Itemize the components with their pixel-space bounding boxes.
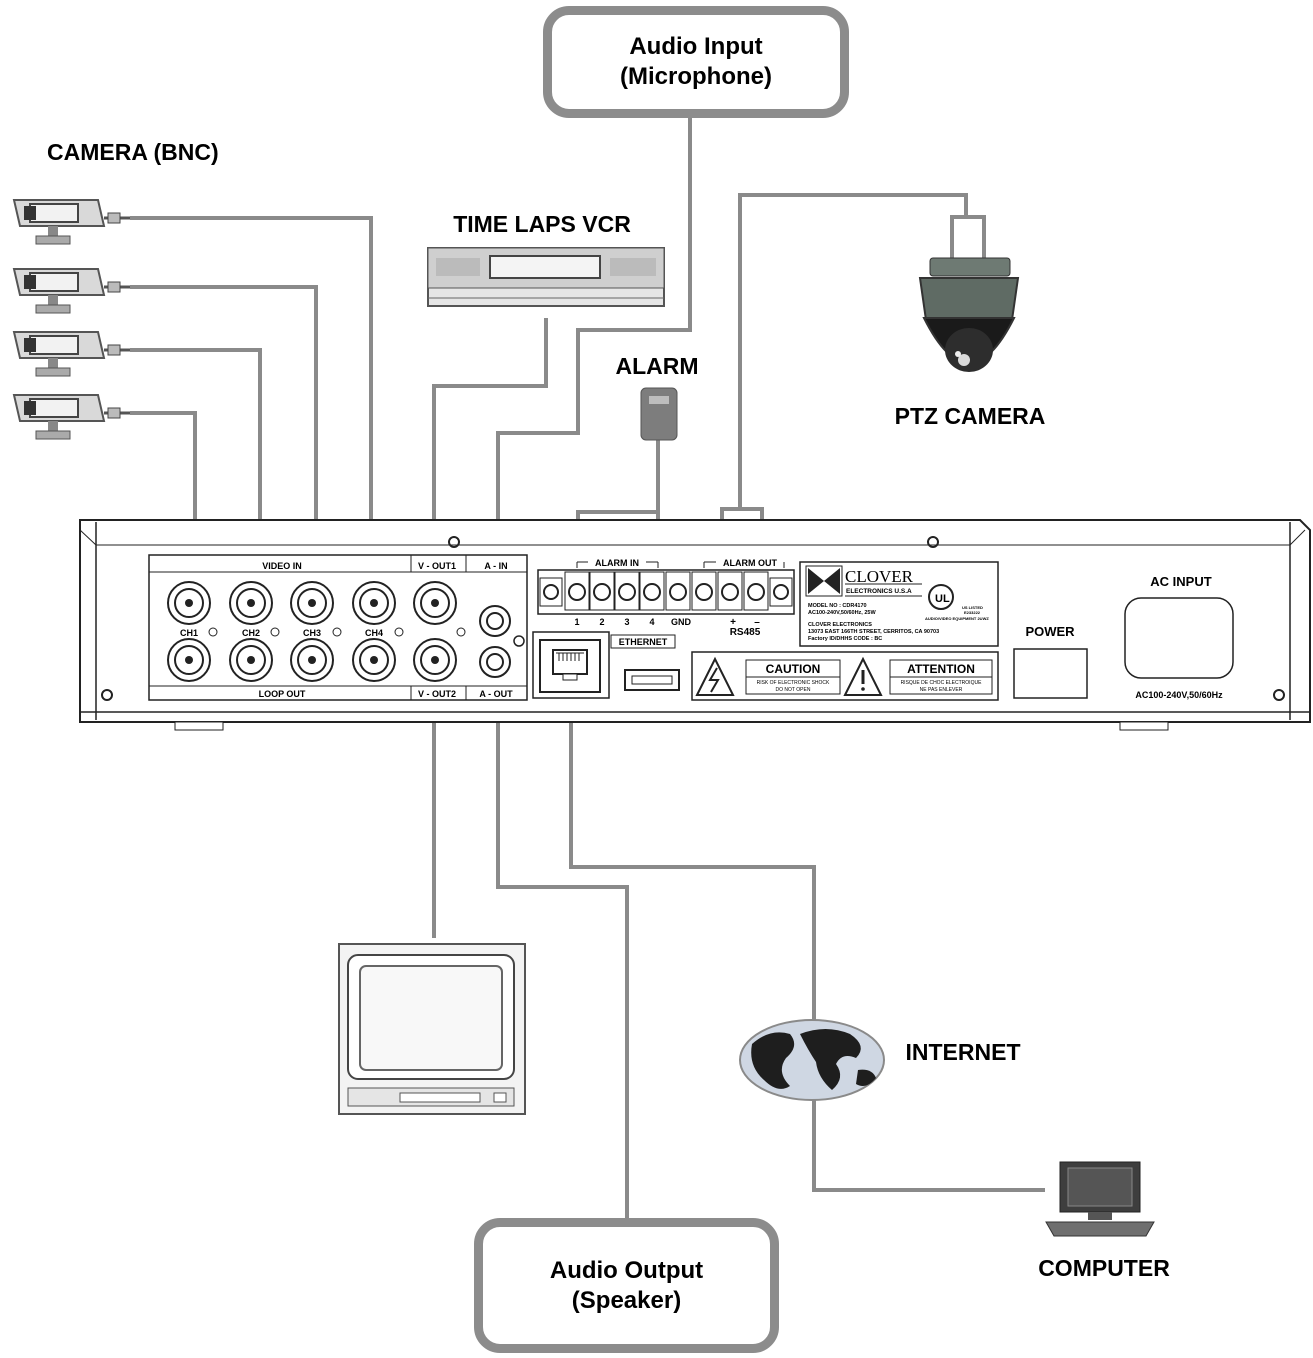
brand-factory: Factory ID/DHHS CODE : BC — [808, 636, 882, 642]
cable-camera-1 — [130, 216, 373, 555]
ul-mark-icon: UL — [928, 584, 954, 610]
bnc-camera-icon — [12, 199, 130, 245]
power-label: POWER — [1025, 624, 1075, 639]
rca-audio-in — [479, 605, 511, 637]
bnc-camera-icon — [12, 331, 130, 377]
v-out1-label: V - OUT1 — [418, 561, 456, 571]
bnc-connector — [167, 638, 211, 682]
ethernet-label: ETHERNET — [619, 637, 668, 647]
ul-number: E233222 — [964, 610, 981, 615]
svg-text:UL: UL — [935, 593, 950, 605]
audio-output-title: Audio Output — [549, 1256, 704, 1284]
alarm-sensor-icon — [640, 387, 678, 441]
alarm-in-1: 1 — [574, 617, 579, 627]
a-out-label: A - OUT — [479, 689, 513, 699]
attention-text2: NE PAS ENLEVER — [920, 687, 963, 693]
alarm-in-4: 4 — [649, 617, 654, 627]
cable-vcr — [432, 318, 548, 555]
attention-label: ATTENTION — [907, 662, 975, 676]
computer-icon — [1045, 1161, 1155, 1237]
cable-ptz — [738, 193, 968, 509]
monitor-icon — [338, 943, 526, 1115]
bnc-connector — [352, 638, 396, 682]
dvr-back-panel: VIDEO IN V - OUT1 A - IN LOOP OUT V - OU… — [79, 519, 1311, 731]
alarm-label: ALARM — [615, 353, 698, 379]
vcr-label: TIME LAPS VCR — [453, 211, 631, 237]
brand-address: 13073 EAST 166TH STREET, CERRITOS, CA 90… — [808, 629, 939, 635]
cable-speaker — [496, 705, 629, 1218]
bnc-camera-icon — [12, 268, 130, 314]
alarm-in-3: 3 — [624, 617, 629, 627]
ac-inlet — [1124, 597, 1234, 679]
cable-computer — [812, 1095, 1045, 1192]
cable-camera-3 — [130, 348, 262, 555]
camera-bnc-label: CAMERA (BNC) — [47, 139, 219, 165]
cable-camera-4 — [130, 411, 197, 555]
alarm-in-label: ALARM IN — [595, 558, 639, 568]
attention-text1: RISQUE DE CHOC ELECTROIQUE — [901, 680, 983, 686]
rca-audio-out — [479, 646, 511, 678]
v-out2-label: V - OUT2 — [418, 689, 456, 699]
video-in-label: VIDEO IN — [262, 561, 302, 571]
vcr-icon — [427, 247, 665, 307]
bnc-connector — [229, 638, 273, 682]
terminal-block — [539, 571, 793, 611]
clover-logo-icon — [805, 565, 843, 597]
bnc-connector — [229, 581, 273, 625]
brand-name: CLOVER — [845, 567, 914, 586]
bnc-connector — [413, 638, 457, 682]
ch3-label: CH3 — [303, 628, 321, 638]
brand-rating: AC100-240V,50/60Hz, 25W — [808, 610, 876, 616]
brand-model: MODEL NO : CDR4170 — [808, 603, 867, 609]
audio-input-subtitle: (Microphone) — [620, 63, 772, 90]
brand-sub: ELECTRONICS U.S.A — [846, 588, 912, 595]
ul-listed: US LISTED — [962, 605, 983, 610]
ch4-label: CH4 — [365, 628, 383, 638]
shock-warning-icon — [695, 656, 735, 696]
bnc-cameras — [12, 199, 130, 440]
bnc-connector — [167, 581, 211, 625]
cable-ptz-top — [950, 215, 986, 260]
ptz-dome-camera-icon — [918, 257, 1020, 372]
cable-ethernet — [569, 700, 816, 1025]
rs485-label: RS485 — [730, 627, 761, 638]
caution-label: CAUTION — [766, 662, 821, 676]
bnc-connector — [352, 581, 396, 625]
alarm-in-2: 2 — [599, 617, 604, 627]
cable-camera-2 — [130, 285, 318, 552]
bnc-connector — [413, 581, 457, 625]
ac-rating-label: AC100-240V,50/60Hz — [1135, 690, 1223, 700]
power-switch — [1013, 648, 1088, 699]
ptz-camera-label: PTZ CAMERA — [895, 403, 1046, 429]
alarm-out-label: ALARM OUT — [723, 558, 777, 568]
audio-input-title: Audio Input — [629, 33, 763, 60]
audio-output-subtitle: (Speaker) — [571, 1286, 682, 1314]
computer-label: COMPUTER — [1038, 1255, 1170, 1281]
globe-icon — [739, 1019, 885, 1101]
rs485-minus: – — [754, 617, 760, 628]
cables — [130, 118, 1045, 1218]
bnc-connector — [290, 581, 334, 625]
brand-company: CLOVER ELECTRONICS — [808, 622, 872, 628]
caution-text1: RISK OF ELECTRONIC SHOCK — [757, 680, 830, 686]
caution-text2: DO NOT OPEN — [776, 687, 811, 693]
a-in-label: A - IN — [484, 561, 507, 571]
loop-out-label: LOOP OUT — [259, 689, 306, 699]
ac-input-label: AC INPUT — [1150, 574, 1211, 589]
rs485-plus: + — [730, 617, 736, 628]
bnc-connector — [290, 638, 334, 682]
cable-mic — [496, 118, 692, 555]
audio-input-box: Audio Input (Microphone) — [543, 6, 849, 118]
exclamation-warning-icon — [843, 656, 883, 696]
internet-label: INTERNET — [906, 1039, 1021, 1065]
gnd-label: GND — [671, 617, 692, 627]
bnc-camera-icon — [12, 394, 130, 440]
audio-output-box: Audio Output (Speaker) — [474, 1218, 779, 1353]
ch2-label: CH2 — [242, 628, 260, 638]
ch1-label: CH1 — [180, 628, 198, 638]
ul-text: AUDIO/VIDEO EQUIPMENT 2UWZ — [925, 616, 989, 621]
